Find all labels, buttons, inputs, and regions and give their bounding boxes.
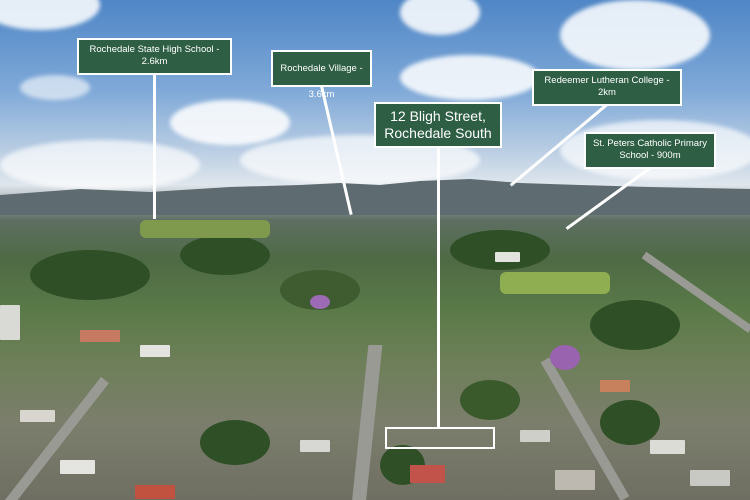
house — [520, 430, 550, 442]
jacaranda-tree — [550, 345, 580, 370]
address-line-2: Rochedale South — [384, 125, 492, 141]
label-rochedale-village: Rochedale Village - 3.6km — [271, 50, 372, 100]
pointer-line — [437, 147, 440, 427]
house — [20, 410, 55, 422]
field — [140, 220, 270, 238]
house — [555, 470, 595, 490]
house — [300, 440, 330, 452]
pointer-line — [153, 74, 156, 219]
road — [351, 345, 383, 500]
label-text: St. Peters Catholic Primary School - 900… — [592, 138, 708, 161]
cloud — [170, 100, 290, 145]
property-boundary — [385, 427, 495, 449]
tree-cluster — [460, 380, 520, 420]
house — [690, 470, 730, 486]
cloud — [0, 0, 100, 30]
cloud — [0, 140, 200, 190]
house — [410, 465, 445, 483]
house — [135, 485, 175, 499]
tree-cluster — [590, 300, 680, 350]
jacaranda-tree — [310, 295, 330, 309]
cloud — [20, 75, 90, 100]
tree-cluster — [30, 250, 150, 300]
label-text: Redeemer Lutheran College - 2km — [544, 75, 670, 98]
label-redeemer-lutheran-college: Redeemer Lutheran College - 2km — [532, 69, 682, 106]
house — [80, 330, 120, 342]
house — [495, 252, 520, 262]
house — [600, 380, 630, 392]
label-text: Rochedale Village - 3.6km — [280, 63, 363, 100]
house — [140, 345, 170, 357]
house — [0, 305, 20, 340]
road — [2, 376, 109, 500]
house — [650, 440, 685, 454]
tree-cluster — [450, 230, 550, 270]
field — [500, 272, 610, 294]
label-st-peters-catholic-primary-school: St. Peters Catholic Primary School - 900… — [584, 132, 716, 169]
label-text: Rochedale State High School - 2.6km — [89, 44, 220, 67]
house — [60, 460, 95, 474]
label-rochedale-state-high-school: Rochedale State High School - 2.6km — [77, 38, 232, 75]
cloud — [400, 0, 480, 35]
tree-cluster — [180, 235, 270, 275]
tree-cluster — [200, 420, 270, 465]
address-line-1: 12 Bligh Street, — [390, 108, 486, 124]
label-property-address: 12 Bligh Street, Rochedale South — [374, 102, 502, 148]
distant-hills — [0, 179, 750, 215]
cloud — [560, 0, 710, 70]
tree-cluster — [600, 400, 660, 445]
cloud — [400, 55, 540, 100]
